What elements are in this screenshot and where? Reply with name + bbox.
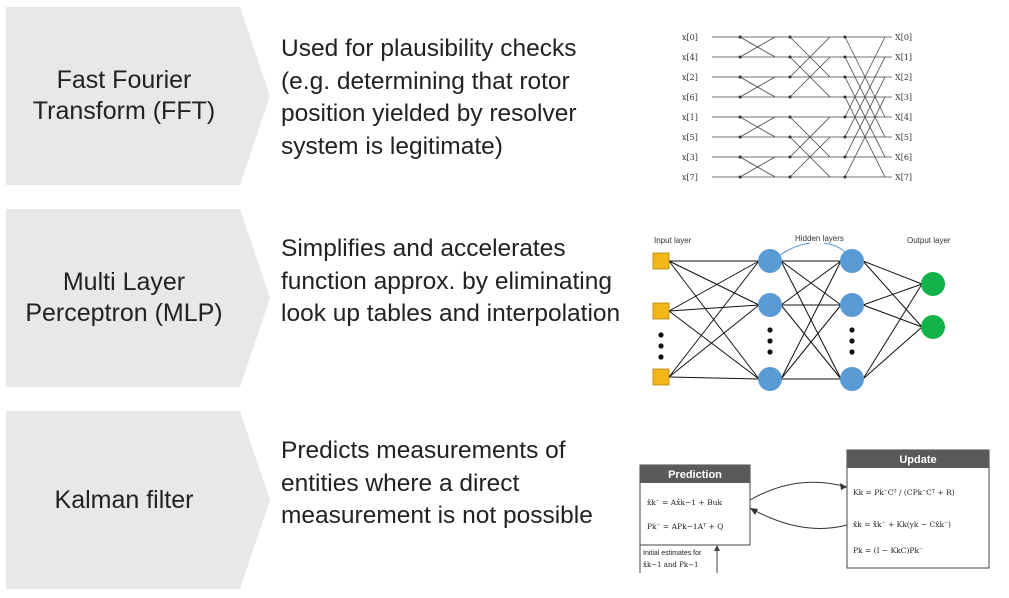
kalman-description: Predicts measurements of entities where … <box>281 437 593 529</box>
row-fft: Fast Fourier Transform (FFT) Used for pl… <box>0 7 1009 187</box>
ellipsis-dot <box>767 327 773 333</box>
fft-input: x[4] <box>682 53 698 62</box>
ellipsis-dot <box>658 343 664 349</box>
prediction-title: Prediction <box>668 469 722 481</box>
ellipsis-dot <box>767 349 773 355</box>
fft-input: x[2] <box>682 73 698 82</box>
update-title: Update <box>899 454 936 466</box>
fft-output: X[0] <box>895 33 912 42</box>
prediction-state-equation: x̂k⁻ = Ax̂k−1 + Buk <box>647 498 722 507</box>
mlp-label: Multi Layer Perceptron (MLP) <box>25 268 223 327</box>
fft-chevron: Fast Fourier Transform (FFT) <box>6 7 270 185</box>
mlp-chevron: Multi Layer Perceptron (MLP) <box>6 209 270 387</box>
hidden-arrow <box>823 242 847 254</box>
prediction-header <box>640 465 750 483</box>
hidden-node <box>758 367 782 391</box>
output-node <box>921 315 945 339</box>
row-kalman: Kalman filter Predicts measurements of e… <box>0 411 1009 591</box>
ellipsis-dot <box>849 349 855 355</box>
arrow-to-update <box>749 481 848 501</box>
fft-butterfly-diagram: x[0] x[4] x[2] x[6] x[1] x[5] x[3] x[7] … <box>682 33 912 182</box>
fft-input: x[6] <box>682 93 698 102</box>
mlp-connections <box>668 260 923 380</box>
fft-output: X[1] <box>895 53 912 62</box>
ellipsis-dot <box>658 332 664 338</box>
update-state-equation: x̂k = x̂k⁻ + Kk(yk − Cx̂k⁻) <box>853 520 951 529</box>
fft-label: Fast Fourier Transform (FFT) <box>32 66 216 125</box>
initial-estimates-vars: x̂k−1 and Pk−1 <box>643 560 698 569</box>
update-gain-equation: Kk = Pk⁻Cᵀ / (CPk⁻Cᵀ + R) <box>853 488 955 497</box>
input-layer-label: Input layer <box>654 236 692 245</box>
hidden-node <box>840 367 864 391</box>
output-layer-label: Output layer <box>907 236 951 245</box>
ellipsis-dot <box>849 327 855 333</box>
kalman-filter-diagram: Prediction x̂k⁻ = Ax̂k−1 + Buk Pk⁻ = APk… <box>639 449 990 573</box>
fft-output: X[4] <box>895 113 912 122</box>
ellipsis-dot <box>658 354 664 360</box>
update-box <box>846 449 990 569</box>
fft-input: x[7] <box>682 173 698 182</box>
update-covariance-equation: Pk = (I − KkC)Pk⁻ <box>853 546 923 555</box>
row-mlp: Multi Layer Perceptron (MLP) Simplifies … <box>0 209 1009 391</box>
output-node <box>921 272 945 296</box>
mlp-network-diagram: Input layer Hidden layers Output layer <box>652 234 951 391</box>
hidden-layers-label: Hidden layers <box>795 234 844 243</box>
ellipsis-dot <box>767 338 773 344</box>
update-header <box>847 450 989 468</box>
ellipsis-dot <box>849 338 855 344</box>
fft-description: Used for plausibility checks (e.g. deter… <box>281 35 577 160</box>
hidden-node <box>758 293 782 317</box>
fft-output: X[6] <box>895 153 912 162</box>
fft-input: x[5] <box>682 133 698 142</box>
fft-input: x[0] <box>682 33 698 42</box>
fft-output: X[5] <box>895 133 912 142</box>
arrow-to-prediction <box>749 507 848 529</box>
fft-output: X[7] <box>895 173 912 182</box>
hidden-arrow <box>779 242 811 256</box>
fft-input: x[1] <box>682 113 698 122</box>
fft-input: x[3] <box>682 153 698 162</box>
prediction-covariance-equation: Pk⁻ = APk−1Aᵀ + Q <box>647 522 723 531</box>
initial-estimates-label: Initial estimates for <box>643 550 702 557</box>
fft-output: X[2] <box>895 73 912 82</box>
mlp-description: Simplifies and accelerates function appr… <box>281 235 621 327</box>
chevron-shape <box>6 7 270 185</box>
hidden-node <box>840 293 864 317</box>
hidden-node <box>758 249 782 273</box>
input-node <box>652 252 670 270</box>
hidden-node <box>840 249 864 273</box>
input-node <box>652 302 670 320</box>
kalman-label: Kalman filter <box>54 485 194 514</box>
fft-output: X[3] <box>895 93 912 102</box>
input-node <box>652 368 670 386</box>
kalman-chevron: Kalman filter <box>6 411 270 589</box>
chevron-shape <box>6 209 270 387</box>
chevron-shape <box>6 411 270 589</box>
